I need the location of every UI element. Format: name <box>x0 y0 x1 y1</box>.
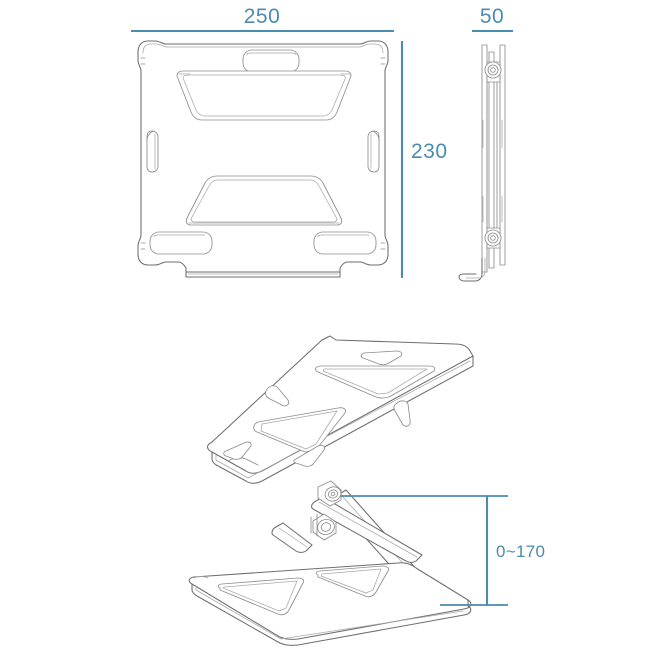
top-view-bottom-left-slot-inner <box>153 234 206 238</box>
side-view-lower-hinge-mid <box>487 232 499 244</box>
side-view-lower-hinge-outer <box>484 229 502 247</box>
top-view-corner-notch-bl <box>140 242 146 250</box>
side-view-upper-hinge-outer <box>484 61 502 79</box>
perspective-base-plate-edge-inner <box>195 585 464 640</box>
width-250-label: 250 <box>244 5 281 28</box>
top-view-left-vent-taper <box>146 130 155 141</box>
perspective-middle-hinge-ring <box>320 522 332 532</box>
perspective-upper-plate-lower-cutout-inner <box>260 410 338 450</box>
side-view-lower-hinge <box>484 227 502 249</box>
perspective-top-hinge-ring <box>328 489 338 499</box>
perspective-view-group <box>188 335 474 645</box>
top-view-upper-trapezoid-cutout <box>176 70 352 121</box>
dimension-lift-range: 0~170 <box>341 495 545 606</box>
perspective-rear-leg-strut-inner <box>318 501 418 558</box>
perspective-upper-plate-left-vent <box>265 385 290 407</box>
perspective-upper-plate-edge <box>212 356 473 483</box>
top-view-bottom-right-slot-inner <box>317 234 370 238</box>
perspective-base-plate-right-cutout-inner <box>320 568 382 594</box>
top-view-bottom-right-slot <box>313 231 377 255</box>
top-view-left-vent <box>146 130 159 173</box>
perspective-upper-plate-top-slot <box>360 350 403 366</box>
side-view-upper-hinge-inner <box>490 67 496 73</box>
perspective-lower-rear-strut-inner <box>278 527 308 548</box>
side-view-upper-hinge <box>484 61 502 83</box>
lift-range-label: 0~170 <box>496 542 545 561</box>
side-view-group <box>459 44 506 281</box>
top-view-bottom-left-slot <box>149 231 213 255</box>
dimension-thickness-50: 50 <box>472 5 513 33</box>
top-view-bottom-lip <box>186 272 340 277</box>
top-view-lower-trapezoid-inner <box>190 179 338 223</box>
dimension-height-230: 230 <box>400 41 448 278</box>
top-view-upper-trapezoid-inner <box>182 74 346 117</box>
top-view-corner-notch-tr <box>380 57 386 65</box>
side-view-rear-foot <box>459 258 482 281</box>
side-view-rear-foot-inner <box>465 257 486 279</box>
perspective-lower-rear-strut <box>271 522 313 554</box>
perspective-upper-plate-edge-inner <box>215 360 471 479</box>
top-view-group <box>137 40 389 277</box>
perspective-base-plate-right-cutout <box>315 565 390 598</box>
thickness-50-label: 50 <box>480 5 504 28</box>
perspective-upper-plate-top-face <box>206 335 474 474</box>
top-view-corner-notch-tl <box>140 57 146 65</box>
top-view-top-slot-inner <box>246 52 297 56</box>
dimension-width-250: 250 <box>131 5 394 33</box>
top-view-corner-notch-br <box>380 242 386 250</box>
perspective-base-plate-edge <box>192 584 471 645</box>
side-view-mid-plate <box>488 51 495 269</box>
perspective-top-hinge-disc <box>324 486 342 502</box>
perspective-upper-plate-bl-slot <box>223 441 252 460</box>
perspective-base-plate-left-cutout <box>217 577 305 616</box>
perspective-middle-hinge-disc <box>317 518 335 536</box>
perspective-middle-hinge-collar <box>310 513 318 537</box>
side-view-lower-hinge-inner <box>490 235 496 241</box>
perspective-middle-hinge <box>310 513 337 541</box>
top-view-right-vent <box>367 130 380 173</box>
height-230-label: 230 <box>411 140 448 163</box>
perspective-top-hinge <box>317 480 342 507</box>
perspective-base-plate-corner-hint <box>193 576 209 579</box>
side-view-tick-marks <box>482 119 503 223</box>
perspective-upper-plate-right-vent <box>393 400 411 427</box>
perspective-upper-plate-upper-cutout <box>315 365 436 399</box>
perspective-top-hinge-pin <box>330 491 336 497</box>
perspective-upper-plate-br-slot <box>293 444 325 467</box>
perspective-base-plate-left-cutout-inner <box>222 580 298 612</box>
side-view-upper-hinge-mid <box>487 64 499 76</box>
perspective-upper-plate-upper-cutout-inner <box>322 368 428 395</box>
top-view-plate-inner-edge <box>142 43 384 54</box>
side-view-right-plate <box>499 44 506 266</box>
top-view-right-vent-taper <box>371 130 380 141</box>
top-view-lower-trapezoid-cutout <box>185 175 343 226</box>
